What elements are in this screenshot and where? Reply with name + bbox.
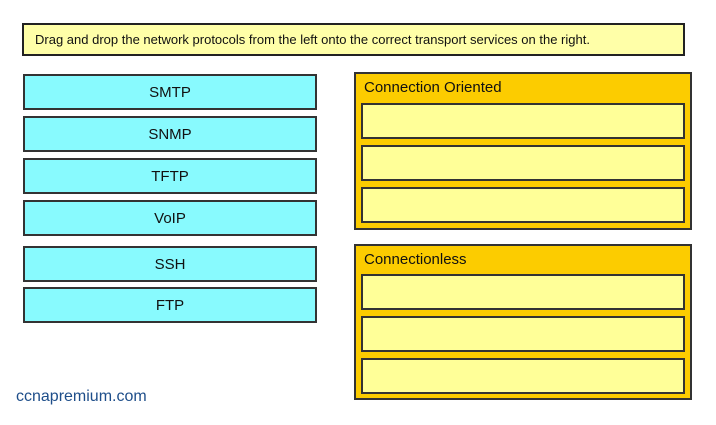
connectionless-slot-2[interactable] xyxy=(361,316,685,352)
protocol-ftp[interactable]: FTP xyxy=(23,287,317,323)
protocol-tftp[interactable]: TFTP xyxy=(23,158,317,194)
connection-oriented-slot-2[interactable] xyxy=(361,145,685,181)
connectionless-group: Connectionless xyxy=(354,244,692,400)
connectionless-title: Connectionless xyxy=(364,251,467,268)
watermark-text: ccnapremium.com xyxy=(16,388,147,405)
connection-oriented-slot-1[interactable] xyxy=(361,103,685,139)
protocol-snmp[interactable]: SNMP xyxy=(23,116,317,152)
protocol-voip[interactable]: VoIP xyxy=(23,200,317,236)
connection-oriented-slot-3[interactable] xyxy=(361,187,685,223)
protocol-smtp[interactable]: SMTP xyxy=(23,74,317,110)
protocol-ssh[interactable]: SSH xyxy=(23,246,317,282)
instruction-box: Drag and drop the network protocols from… xyxy=(22,23,685,56)
connectionless-slot-3[interactable] xyxy=(361,358,685,394)
connection-oriented-title: Connection Oriented xyxy=(364,79,502,96)
connection-oriented-group: Connection Oriented xyxy=(354,72,692,230)
instruction-text: Drag and drop the network protocols from… xyxy=(35,32,590,47)
connectionless-slot-1[interactable] xyxy=(361,274,685,310)
